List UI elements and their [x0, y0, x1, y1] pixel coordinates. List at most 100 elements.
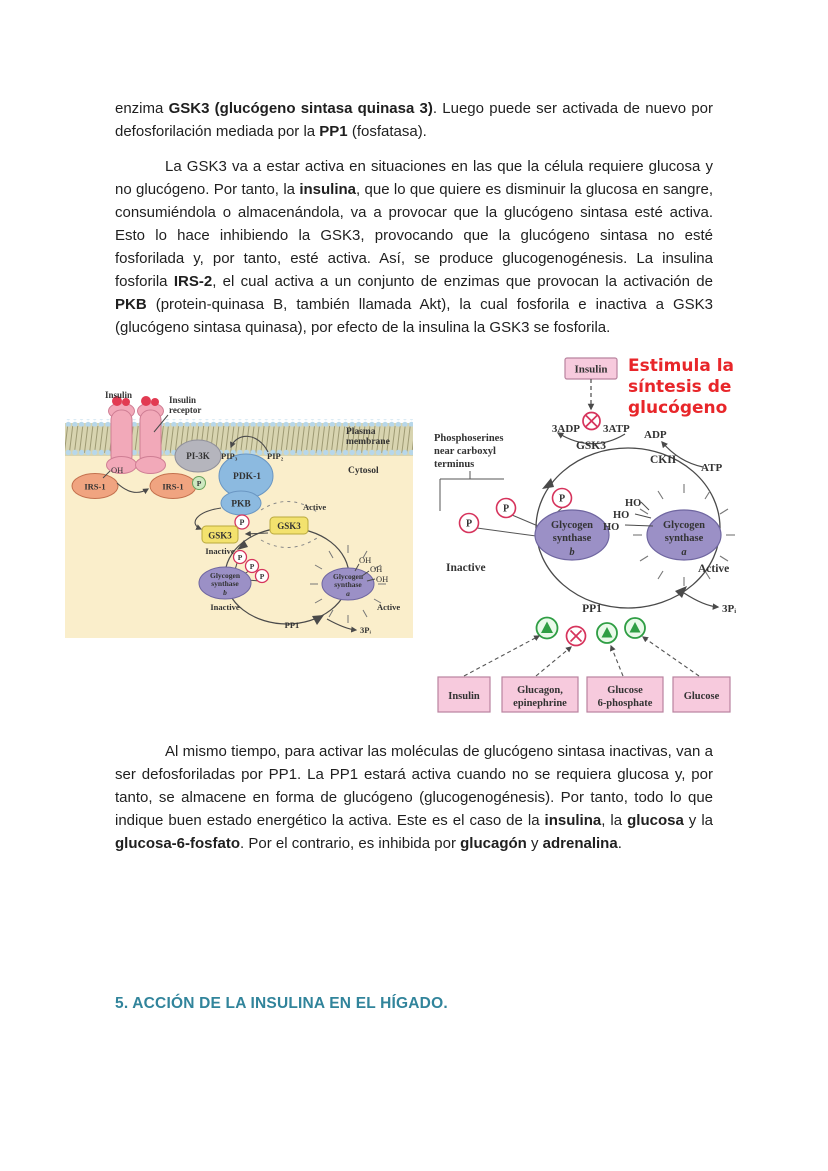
text-run: La GSK3 va a estar activa en situaciones… — [115, 158, 713, 198]
pdk1-label: PDK-1 — [233, 472, 261, 482]
pip3-label: PIP₃ — [221, 451, 238, 461]
cytosol-label: Cytosol — [348, 466, 379, 476]
phosphoserines-bracket — [439, 471, 504, 511]
glycogen-synthase-b-oval — [534, 509, 610, 561]
gs-a-label-3: a — [346, 589, 350, 598]
gsk3-inactive-label: GSK3 — [208, 531, 232, 541]
3atp-label: 3ATP — [603, 423, 630, 435]
gs-b-label-3: b — [223, 588, 227, 597]
gsk3-active-box — [269, 516, 309, 535]
ho-label: HO — [603, 522, 619, 533]
gsk3-inactivation-arrow — [244, 530, 269, 537]
text-run-bold: insulina — [544, 812, 602, 829]
ckii-label: CKII — [650, 454, 677, 466]
gs-a-label-2: synthase — [665, 533, 704, 544]
gs-b-state-label: Inactive — [446, 562, 486, 574]
gs-b-state-label: Inactive — [210, 602, 240, 612]
adp-label: ADP — [644, 429, 667, 441]
irs1-oval-left — [71, 473, 119, 499]
text-run-bold: glucagón — [460, 835, 527, 852]
gs-a-state-label: Active — [698, 563, 729, 575]
gs-b-label-1: Glycogen — [551, 520, 593, 531]
text-run: Al mismo tiempo, para activar las molécu… — [115, 743, 713, 829]
oh-link-lines — [354, 563, 376, 582]
phosphoserines-label-2: near carboxyl — [434, 446, 496, 457]
text-run-bold: PKB — [115, 296, 147, 313]
irs1-label-2: IRS-1 — [162, 482, 183, 492]
annotation-line-3: glucógeno — [628, 398, 727, 418]
phosphate-label: P — [503, 504, 509, 515]
text-run-bold: glucosa — [627, 812, 684, 829]
gsk3-active-state-label: Active — [303, 502, 326, 512]
phosphate-release-arrow — [326, 618, 358, 633]
ho-label: HO — [625, 498, 641, 509]
pi3k-blob — [174, 439, 222, 473]
cycle-arrowhead-to-a-icon — [675, 586, 687, 598]
phosphate-icon — [234, 514, 250, 530]
phosphate-label: P — [559, 494, 565, 505]
gsk3-rays-bottom — [260, 537, 318, 548]
glucagon-label: Glucagon, — [517, 685, 563, 696]
glucose6p-label-1: Glucose — [607, 685, 643, 696]
pip2-to-pip3-arrow — [229, 435, 269, 453]
activation-icon — [596, 622, 618, 644]
pkb-label: PKB — [231, 500, 251, 510]
insulin-receptor-label-2: receptor — [169, 405, 201, 415]
text-run-bold: adrenalina — [542, 835, 618, 852]
text-run-bold: glucosa-6-fosfato — [115, 835, 241, 852]
pi3k-label: PI-3K — [186, 451, 210, 461]
insulin-molecules-icon — [112, 396, 159, 406]
phosphate-label: P — [250, 562, 255, 571]
glucose-6-phosphate-box — [586, 676, 664, 713]
text-run: y la — [683, 812, 713, 829]
pip2-label: PIP₂ — [267, 451, 284, 461]
text-run: . Luego puede ser activada de nuevo por … — [115, 100, 714, 140]
oh-label: OH — [370, 564, 382, 574]
phosphate-label: P — [466, 519, 472, 530]
text-run: y — [526, 835, 543, 852]
glucose-box — [672, 676, 731, 713]
phosphate-green-label: P — [197, 479, 202, 488]
paragraph-1: enzima GSK3 (glucógeno sintasa quinasa 3… — [115, 97, 713, 143]
pkb-to-gsk3-arrow — [194, 507, 222, 530]
effector-arrows — [463, 635, 700, 677]
membrane-bead-row-top — [65, 419, 413, 427]
pp1-label: PP1 — [285, 620, 300, 630]
membrane-bead-row-bottom — [65, 449, 413, 457]
glycogen-synthase-b-oval — [198, 566, 252, 600]
oh-link-line — [102, 470, 111, 479]
gs-b-label-2: synthase — [211, 579, 239, 588]
3pi-label: 3Pᵢ — [360, 625, 371, 635]
irs1-label: IRS-1 — [84, 482, 105, 492]
insulin-receptor-label: Insulin — [169, 395, 196, 405]
ho-link-lines — [624, 501, 654, 527]
phosphate-release-arrow — [683, 592, 720, 610]
glycogen-synthase-a-oval — [321, 567, 375, 601]
text-run: . — [617, 835, 622, 852]
section-heading: 5. ACCIÓN DE LA INSULINA EN EL HÍGADO. — [115, 995, 448, 1012]
plasma-membrane-label: Plasma — [346, 427, 376, 437]
activation-icon — [535, 616, 559, 640]
text-run: (protein-quinasa B, también llamada Akt)… — [115, 296, 713, 336]
activation-icon — [624, 617, 646, 639]
pp1-label: PP1 — [582, 603, 602, 615]
cycle-arrowhead-to-b-icon — [542, 478, 554, 489]
insulin-receptor-graphic — [106, 402, 166, 474]
oh-label: OH — [111, 465, 123, 475]
gs-a-label-2: synthase — [334, 580, 362, 589]
text-run: , que lo que quiere es disminuir la gluc… — [115, 181, 713, 290]
annotation-line-1: Estimula la — [628, 356, 734, 376]
cycle-arrowhead-to-b-icon — [237, 540, 248, 550]
gs-a-label-3: a — [681, 547, 686, 558]
plasma-membrane-label-2: membrane — [346, 437, 390, 447]
gsk3-label: GSK3 — [576, 440, 606, 452]
glucagon-epinephrine-box — [501, 676, 579, 713]
gs-a-rays — [633, 484, 735, 586]
atp-label: ATP — [701, 462, 722, 474]
phosphate-icons — [458, 487, 573, 534]
text-run-bold: GSK3 (glucógeno sintasa quinasa 3) — [168, 100, 433, 117]
phosphoserines-label-3: terminus — [434, 459, 474, 470]
figure-glycogen-synthase-regulation: Insulin Estimula la síntesis de glucógen… — [434, 356, 736, 713]
gs-b-label-3: b — [569, 547, 574, 558]
